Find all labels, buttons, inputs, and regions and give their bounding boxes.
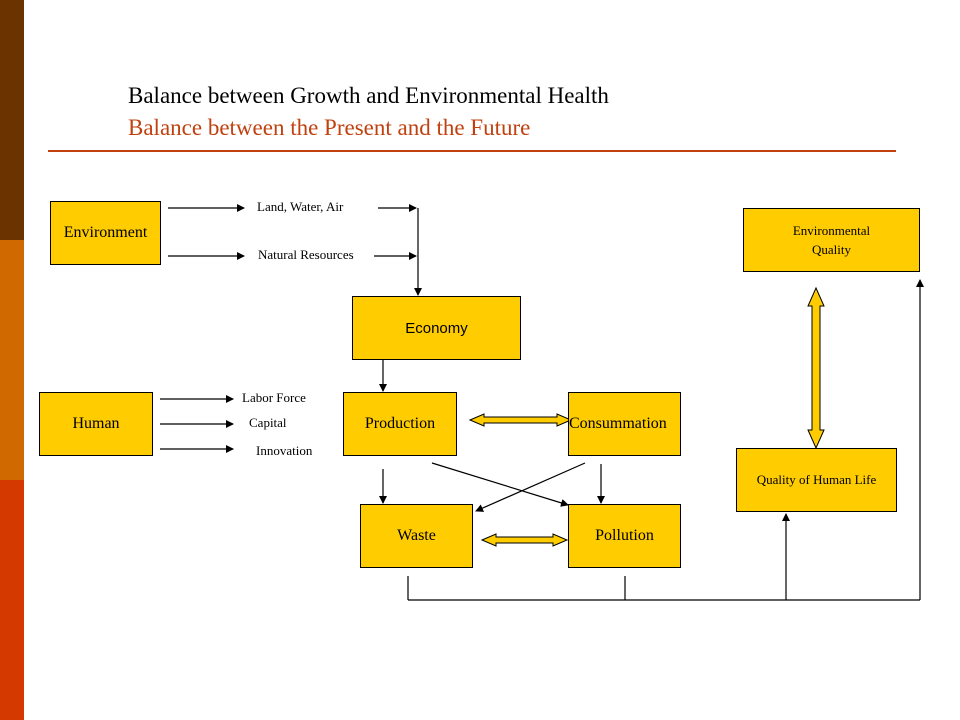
human-box: Human (39, 392, 153, 456)
stripe-bottom (0, 480, 24, 720)
quality-of-human-life-label: Quality of Human Life (756, 472, 877, 487)
economy-box: Economy (352, 296, 521, 360)
label-labor-force: Labor Force (242, 390, 306, 405)
production-box: Production (343, 392, 457, 456)
waste-box: Waste (360, 504, 473, 568)
pollution-label: Pollution (595, 527, 654, 544)
production-label: Production (364, 415, 436, 432)
label-land-water-air: Land, Water, Air (257, 199, 344, 214)
economy-label: Economy (405, 319, 468, 337)
stripe-middle (0, 240, 24, 480)
slide-subtitle: Balance between the Present and the Futu… (128, 115, 531, 140)
label-innovation: Innovation (256, 443, 313, 458)
environment-box: Environment (50, 201, 161, 265)
environmental-quality-box: Environmental Quality (743, 208, 920, 272)
arrow-production-to-pollution (431, 462, 569, 507)
label-capital: Capital (249, 415, 287, 430)
arrow-consummation-to-waste (475, 462, 586, 512)
title-divider (48, 150, 896, 152)
consummation-box: Consummation (568, 392, 681, 456)
environmental-quality-line1: Environmental (792, 223, 871, 238)
pollution-box: Pollution (568, 504, 681, 568)
quality-of-human-life-box: Quality of Human Life (736, 448, 897, 512)
stripe-top (0, 0, 24, 240)
environmental-quality-line2: Quality (812, 242, 851, 257)
slide-title: Balance between Growth and Environmental… (128, 83, 609, 108)
consummation-label: Consummation (569, 415, 667, 432)
double-arrow-env-quality-human-life (807, 286, 825, 450)
waste-label: Waste (397, 527, 436, 544)
double-arrow-production-consummation (468, 413, 573, 427)
environment-label: Environment (63, 224, 148, 241)
double-arrow-waste-pollution (480, 533, 569, 547)
human-label: Human (72, 415, 120, 432)
label-natural-resources: Natural Resources (258, 247, 354, 262)
